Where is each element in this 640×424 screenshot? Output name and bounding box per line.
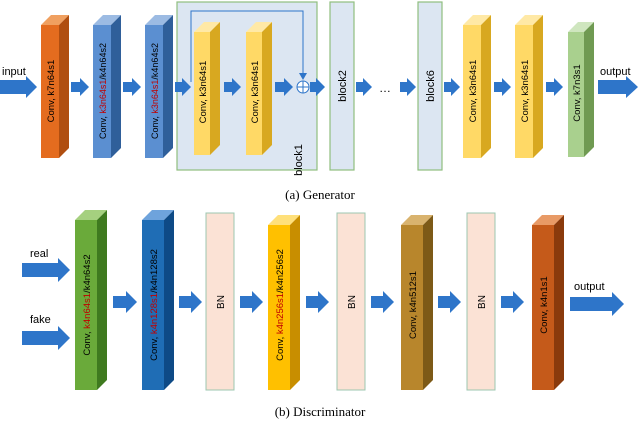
generator-input-label: input [2, 66, 26, 78]
disc-d1-prefix: Conv, [82, 329, 93, 356]
arrow [113, 291, 137, 313]
fake-label: fake [30, 314, 51, 326]
up-conv-k3n64s1-b: Conv, k3n64s1 [515, 15, 543, 158]
fake-arrow [22, 326, 70, 350]
generator-diagram: block1 input Conv, k7n64s1 Conv, k3n64s1… [0, 1, 638, 176]
discriminator-caption: (b) Discriminator [274, 404, 366, 419]
gen-conv-k7n64s1-label: Conv, k7n64s1 [46, 60, 57, 123]
disc-d3-prefix: Conv, [275, 334, 286, 361]
disc-output-arrow [570, 292, 624, 316]
gen-layer3-red: k3n64s1 [150, 80, 160, 114]
arrow [444, 78, 460, 96]
arrow [546, 78, 563, 96]
gen-conv-k7n64s1: Conv, k7n64s1 [41, 15, 69, 158]
block2-box [329, 1, 355, 171]
arrow [175, 78, 191, 96]
arrow [179, 291, 202, 313]
arrow [438, 291, 461, 313]
gen-conv-k3n64s1-k4n64s2-a: Conv, k3n64s1/k4n64s2 [93, 15, 121, 158]
arrow [494, 78, 511, 96]
arrow [501, 291, 524, 313]
final-conv-k7n3s1: Conv, k7n3s1 [568, 22, 594, 157]
generator-output-label: output [600, 66, 631, 78]
disc-d3-suffix: /k4n256s2 [275, 249, 286, 293]
arrow [275, 78, 293, 96]
bn-box-3 [466, 212, 496, 391]
disc-conv-k4n256s1-k4n256s2: Conv, k4n256s1/k4n256s2 [268, 215, 300, 390]
block6-label: block6 [425, 70, 437, 102]
gen-layer2-prefix: Conv, [98, 114, 108, 139]
gen-layer2-red: k3n64s1 [98, 80, 108, 114]
disc-d5-label: Conv, k4n1s1 [539, 276, 550, 333]
gen-conv-k3n64s1-k4n64s2-b: Conv, k3n64s1/k4n64s2 [145, 15, 173, 158]
gen-layer3-suffix: /k4n64s2 [150, 43, 160, 80]
disc-conv-k4n64s1-k4n64s2: Conv, k4n64s1/k4n64s2 [75, 210, 107, 390]
svg-text:Conv, k3n64s1/k4n64s2: Conv, k3n64s1/k4n64s2 [98, 43, 108, 139]
svg-text:Conv, k4n128s1/k4n128s2: Conv, k4n128s1/k4n128s2 [149, 249, 160, 361]
disc-conv-k4n512s1: Conv, k4n512s1 [401, 215, 433, 390]
disc-d1-suffix: /k4n64s2 [82, 254, 93, 293]
up-conv-k3n64s1-a: Conv, k3n64s1 [463, 15, 491, 158]
res-conv-k3n64s1-b: Conv, k3n64s1 [246, 22, 272, 155]
disc-d2-suffix: /k4n128s2 [149, 249, 160, 293]
disc-conv-k4n128s1-k4n128s2: Conv, k4n128s1/k4n128s2 [142, 210, 174, 390]
arrow [310, 78, 325, 96]
disc-d1-red: k4n64s1 [82, 293, 93, 329]
ellipsis: … [379, 81, 391, 95]
res-conv1-label: Conv, k3n64s1 [198, 61, 209, 124]
block1-label: block1 [293, 144, 305, 176]
real-label: real [30, 248, 48, 260]
input-arrow [0, 76, 37, 98]
output-arrow [598, 76, 638, 98]
up-conv1-label: Conv, k3n64s1 [468, 60, 479, 123]
disc-d2-red: k4n128s1 [149, 293, 160, 334]
arrow [371, 291, 394, 313]
svg-text:Conv, k4n256s1/k4n256s2: Conv, k4n256s1/k4n256s2 [275, 249, 286, 361]
arrow [400, 78, 416, 96]
bn1-label: BN [216, 295, 227, 309]
disc-d2-prefix: Conv, [149, 334, 160, 361]
disc-d4-label: Conv, k4n512s1 [408, 271, 419, 339]
svg-text:Conv, k4n64s1/k4n64s2: Conv, k4n64s1/k4n64s2 [82, 254, 93, 355]
block2-label: block2 [337, 70, 349, 102]
up-conv2-label: Conv, k3n64s1 [520, 60, 531, 123]
arrow [123, 78, 141, 96]
disc-d3-red: k4n256s1 [275, 293, 286, 334]
arrow [224, 78, 241, 96]
gen-layer2-suffix: /k4n64s2 [98, 43, 108, 80]
discriminator-diagram: real fake Conv, k4n64s1/k4n64s2 Conv, k4… [22, 210, 624, 391]
final-conv-label: Conv, k7n3s1 [572, 64, 583, 121]
bn-box-2 [336, 212, 366, 391]
svg-text:Conv, k3n64s1/k4n64s2: Conv, k3n64s1/k4n64s2 [150, 43, 160, 139]
arrow [240, 291, 263, 313]
bn-box-1 [205, 212, 235, 391]
res-conv2-label: Conv, k3n64s1 [250, 61, 261, 124]
bn3-label: BN [477, 295, 488, 309]
arrow [306, 291, 329, 313]
block6-box [417, 1, 443, 171]
gen-layer3-prefix: Conv, [150, 114, 160, 139]
real-arrow [22, 258, 70, 282]
res-conv-k3n64s1-a: Conv, k3n64s1 [194, 22, 220, 155]
skip-connection [190, 10, 307, 82]
disc-conv-k4n1s1: Conv, k4n1s1 [532, 215, 564, 390]
bn2-label: BN [347, 295, 358, 309]
discriminator-output-label: output [574, 281, 605, 293]
arrow [71, 78, 89, 96]
arrow [356, 78, 372, 96]
generator-caption: (a) Generator [285, 187, 355, 202]
